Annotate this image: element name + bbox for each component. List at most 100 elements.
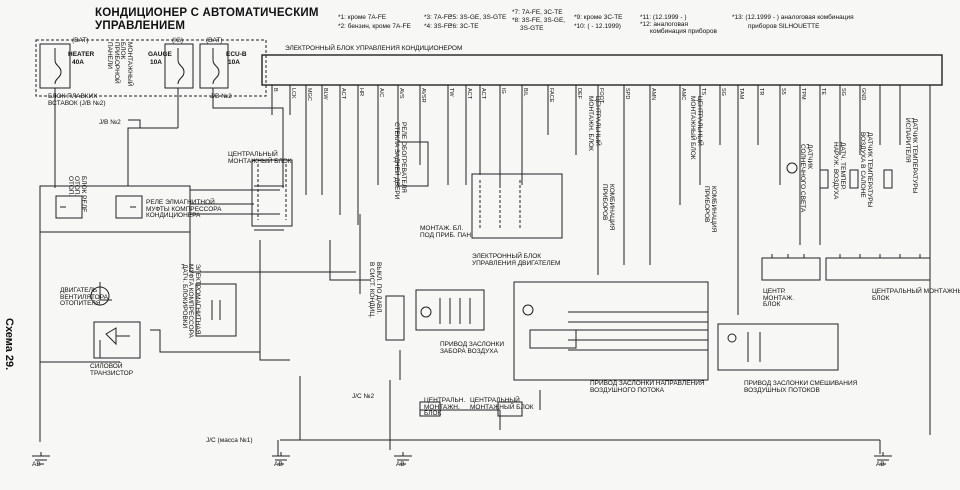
fuse-gauge-amp: 10A [150, 59, 162, 66]
center-mount-r-label: ЦЕНТР. МОНТАЖ. БЛОК [763, 288, 795, 308]
diagram-title-line1: КОНДИЦИОНЕР С АВТОМАТИЧЕСКИМ [95, 7, 319, 19]
clutch-sensor-box [195, 283, 237, 337]
fuse-heater-icon [54, 48, 62, 85]
fuse-heater-name: HEATER [68, 51, 95, 58]
outside-temp-sensor-symbol [819, 169, 829, 189]
fuse-gauge-box [164, 43, 194, 89]
note-2: *2: бензин, кроме 7A-FE [338, 23, 411, 30]
central-mount2-label: ЦЕНТРАЛЬНЫЙ МОНТАЖНЫЙ БЛОК [470, 397, 534, 411]
central-junction-box [251, 159, 293, 227]
ecu-pin-label: ACT [480, 88, 486, 100]
heater-motor-symbol [90, 286, 110, 306]
center-mount-r2-label: ЦЕНТРАЛЬНЫЙ МОНТАЖНЫЙ БЛОК [872, 288, 960, 302]
note-1: *1: кроме 7A-FE [338, 14, 387, 21]
evap-temp-sensor-symbol [883, 169, 893, 189]
note-8b: 3S-GTE [520, 25, 544, 32]
central-mount-label: ЦЕНТРАЛЬН. МОНТАЖН. БЛОК [424, 397, 466, 417]
relay-block-outline [39, 185, 191, 233]
fuse-box-outline [35, 39, 267, 97]
ecu-pin-label: HR [358, 88, 364, 96]
ecu-pin-label: B/L [522, 88, 528, 96]
ground-symbols [32, 452, 892, 465]
airflow-ic [529, 329, 577, 349]
ecu-pin-label: MGC [306, 88, 312, 101]
intake-damper-label: ПРИВОД ЗАСЛОНКИ ЗАБОРА ВОЗДУХА [440, 341, 504, 355]
ecu-pin-label: IG [500, 88, 506, 94]
intake-damper-box [415, 289, 485, 331]
fuse-heater-bat: (BAT) [72, 37, 89, 44]
ecu-block-outline [261, 54, 943, 86]
right-mount-block-2 [825, 257, 931, 281]
right-mount-block-1 [761, 257, 821, 281]
pressure-switch-box [385, 295, 405, 341]
mix-damper-box [717, 323, 839, 371]
relay-2 [115, 195, 143, 219]
note-5: *5: 3S-GE, 3S-GTE [450, 14, 507, 21]
fuse-heater-amp: 40A [72, 59, 84, 66]
ecu-pin-label: AMN [650, 88, 656, 100]
ecu-pin-label: S5 [780, 88, 786, 95]
ecu-pin-label: TE [820, 88, 826, 95]
jb2b-label: J/B №2 [99, 119, 121, 126]
fuse-ecub-icon [212, 48, 220, 85]
ecu-pin-label: A/C [378, 88, 384, 97]
fuse-ecub-bat: (BAT) [206, 37, 223, 44]
ecu-pin-label: TPM [800, 88, 806, 100]
ground-ab-1: АВ [32, 461, 41, 468]
ecu-pin-label: TR [758, 88, 764, 95]
central-mount-conn-2 [497, 401, 523, 417]
ecu-pin-label: DEF [576, 88, 582, 100]
cabin-temp-sensor-symbol [849, 169, 859, 189]
heater-motor-label: ДВИГАТЕЛЬ ВЕНТИЛЯТОРА ОТОПИТЕЛЯ [60, 287, 108, 307]
note-10: *10: ( - 12.1999) [574, 23, 621, 30]
note-13b: приборов SILHOUETTE [748, 23, 820, 30]
fuse-ecub-name: ECU-B [226, 51, 247, 58]
note-12b: комбинация приборов [650, 28, 717, 35]
ecu-pin-label: TS [700, 88, 706, 95]
diagram-title-line2: УПРАВЛЕНИЕМ [95, 20, 186, 32]
note-7: *7: 7A-FE, 3C-TE [512, 9, 563, 16]
engine-ecu-label: ЭЛЕКТРОННЫЙ БЛОК УПРАВЛЕНИЯ ДВИГАТЕЛЕМ [472, 253, 561, 267]
fuse-gauge-name: GAUGE [148, 51, 172, 58]
note-13: *13: (12.1999 - ) аналоговая комбинация [732, 14, 854, 21]
fuse-gauge-icon [177, 48, 185, 85]
engine-ecu-box [471, 173, 563, 239]
note-12: *12: аналоговая [640, 21, 689, 28]
mix-damper-label: ПРИВОД ЗАСЛОНКИ СМЕШИВАНИЯ ВОЗДУШНЫХ ПОТ… [744, 380, 858, 394]
ecu-pin-label: AVS [398, 88, 404, 99]
ecu-pin-label: BLW [322, 88, 328, 100]
note-8: *8: 3S-FE, 3S-GE, [512, 17, 566, 24]
ecu-pin-label: AMC [680, 88, 686, 100]
ecu-pin-label: SG [720, 88, 726, 96]
ecu-pin-label: FOOT [598, 88, 604, 104]
relay-1 [55, 195, 83, 219]
central-mount-conn-1 [419, 401, 441, 417]
note-4: *4: 3S-FE [424, 23, 453, 30]
fuse-ecub-amp: 10A [228, 59, 240, 66]
ecu-pin-stubs [271, 85, 931, 435]
ecu-pin-label: ACT [466, 88, 472, 100]
ecu-pin-label: TW [448, 88, 454, 97]
power-transistor-label: СИЛОВОЙ ТРАНЗИСТОР [90, 363, 134, 377]
ecu-pin-label: AVSR [420, 88, 426, 103]
fuse-ecub-box [199, 43, 229, 89]
ecu-block-label: ЭЛЕКТРОННЫЙ БЛОК УПРАВЛЕНИЯ КОНДИЦИОНЕРО… [285, 45, 463, 52]
ecu-pin-label: GND [860, 88, 866, 100]
jc2-label: J/C №2 [352, 393, 375, 400]
ecu-pin-label: SPD [624, 88, 630, 99]
sun-sensor-symbol [786, 162, 798, 174]
ecu-pin-label: SG [840, 88, 846, 96]
mount-under-panel-label: МОНТАЖ. БЛ. ПОД ПРИБ. ПАН [420, 225, 472, 239]
ecu-pin-label: TAM [738, 88, 744, 100]
jc1-label: J/C (масса №1) [206, 437, 253, 444]
airflow-damper-label: ПРИВОД ЗАСЛОНКИ НАПРАВЛЕНИЯ ВОЗДУШНОГО П… [590, 380, 705, 394]
airflow-damper-box [513, 281, 709, 381]
note-6: *6: 3C-TE [450, 23, 479, 30]
note-11: *11: (12.1999 - ) [640, 14, 687, 21]
power-transistor-box [93, 321, 141, 359]
note-9: *9: кроме 3C-TE [574, 14, 623, 21]
ecu-pin-label: FACE [548, 88, 554, 103]
rear-defog-relay-box [397, 141, 429, 187]
